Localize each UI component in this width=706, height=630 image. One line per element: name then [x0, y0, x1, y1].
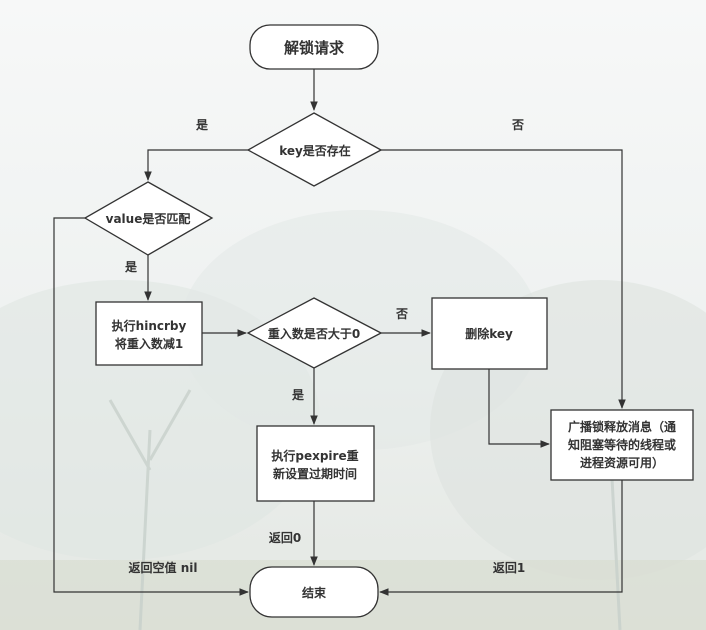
process-pexpire-line2: 新设置过期时间: [273, 466, 357, 481]
edge-label-reentry-no: 否: [395, 307, 408, 321]
edges: [53, 69, 626, 596]
edge-label-return-0: 返回0: [269, 530, 301, 545]
edge-labels: 是 否 是 否 是 返回空值 nil 返回0 返回1: [124, 118, 525, 575]
process-delete-key: 删除key: [431, 297, 548, 370]
process-hincrby-line2: 将重入数减1: [115, 336, 183, 351]
process-broadcast: 广播锁释放消息（通 知阻塞等待的线程或 进程资源可用）: [550, 409, 694, 481]
process-pexpire: 执行pexpire重 新设置过期时间: [256, 425, 375, 502]
process-delete-key-label: 删除key: [465, 326, 513, 341]
process-hincrby: 执行hincrby 将重入数减1: [95, 301, 203, 366]
edge-label-value-yes: 是: [124, 260, 138, 274]
process-broadcast-line1: 广播锁释放消息（通: [568, 419, 676, 434]
decision-reentry-count: 重入数是否大于0: [246, 297, 383, 369]
node-end: 结束: [249, 566, 379, 618]
decision-key-exists-label: key是否存在: [279, 143, 351, 158]
decision-key-exists: key是否存在: [246, 112, 383, 187]
node-start-label: 解锁请求: [284, 39, 345, 57]
node-end-label: 结束: [302, 585, 327, 600]
process-pexpire-line1: 执行pexpire重: [271, 448, 358, 463]
edge-label-return-1: 返回1: [493, 560, 525, 575]
decision-reentry-count-label: 重入数是否大于0: [268, 326, 360, 341]
edge-label-return-nil: 返回空值 nil: [129, 560, 198, 575]
decision-value-match: value是否匹配: [83, 181, 214, 256]
process-broadcast-line3: 进程资源可用）: [580, 455, 664, 470]
node-start: 解锁请求: [249, 24, 379, 70]
edge-label-key-yes: 是: [195, 118, 209, 132]
process-broadcast-line2: 知阻塞等待的线程或: [567, 437, 676, 452]
edge-label-key-no: 否: [511, 118, 524, 132]
decision-value-match-label: value是否匹配: [106, 211, 191, 226]
edge-label-reentry-yes: 是: [291, 388, 305, 402]
process-hincrby-line1: 执行hincrby: [112, 318, 187, 333]
